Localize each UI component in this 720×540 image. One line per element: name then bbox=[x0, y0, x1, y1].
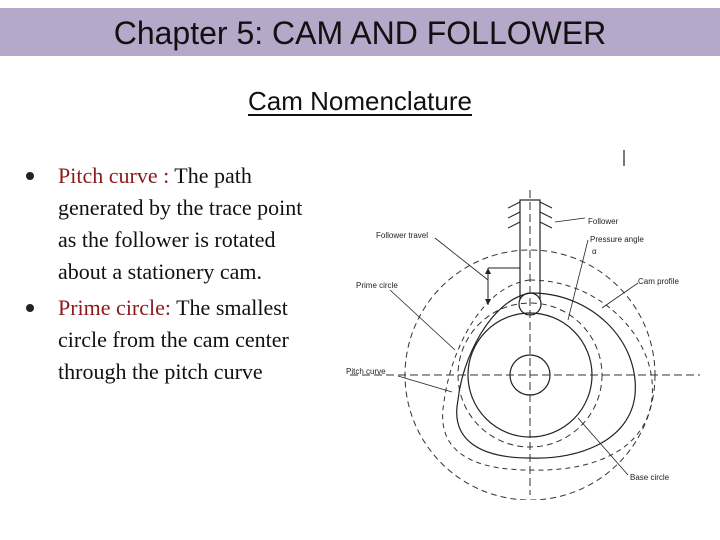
bullet-dot-icon bbox=[26, 304, 34, 312]
bullet-term: Pitch curve : bbox=[58, 163, 170, 188]
bullet-dot-icon bbox=[26, 172, 34, 180]
label-follower-travel: Follower travel bbox=[376, 231, 428, 240]
bullet-pitch-curve: Pitch curve : The path generated by the … bbox=[20, 160, 320, 288]
section-title-text: Cam Nomenclature bbox=[248, 86, 472, 116]
bullet-prime-circle: Prime circle: The smallest circle from t… bbox=[20, 292, 320, 388]
label-alpha: α bbox=[592, 247, 597, 256]
section-title: Cam Nomenclature bbox=[0, 86, 720, 117]
label-pitch-curve: Pitch curve bbox=[346, 367, 386, 376]
label-pressure-angle: Pressure angle bbox=[590, 235, 644, 244]
bullet-list: Pitch curve : The path generated by the … bbox=[20, 160, 320, 392]
label-prime-circle: Prime circle bbox=[356, 281, 398, 290]
label-base-circle: Base circle bbox=[630, 473, 670, 482]
label-cam-profile: Cam profile bbox=[638, 277, 679, 286]
bullet-text: The path generated by the trace point as… bbox=[58, 163, 303, 284]
bullet-term: Prime circle: bbox=[58, 295, 172, 320]
cam-profile-curve bbox=[456, 292, 636, 459]
cam-nomenclature-diagram: Follower Follower travel Pressure angle … bbox=[340, 140, 710, 501]
slide-title: Chapter 5: CAM AND FOLLOWER bbox=[113, 15, 607, 51]
label-follower: Follower bbox=[588, 217, 619, 226]
bullet-text: The smallest circle from the cam center … bbox=[58, 295, 289, 384]
title-bar bbox=[0, 8, 720, 56]
